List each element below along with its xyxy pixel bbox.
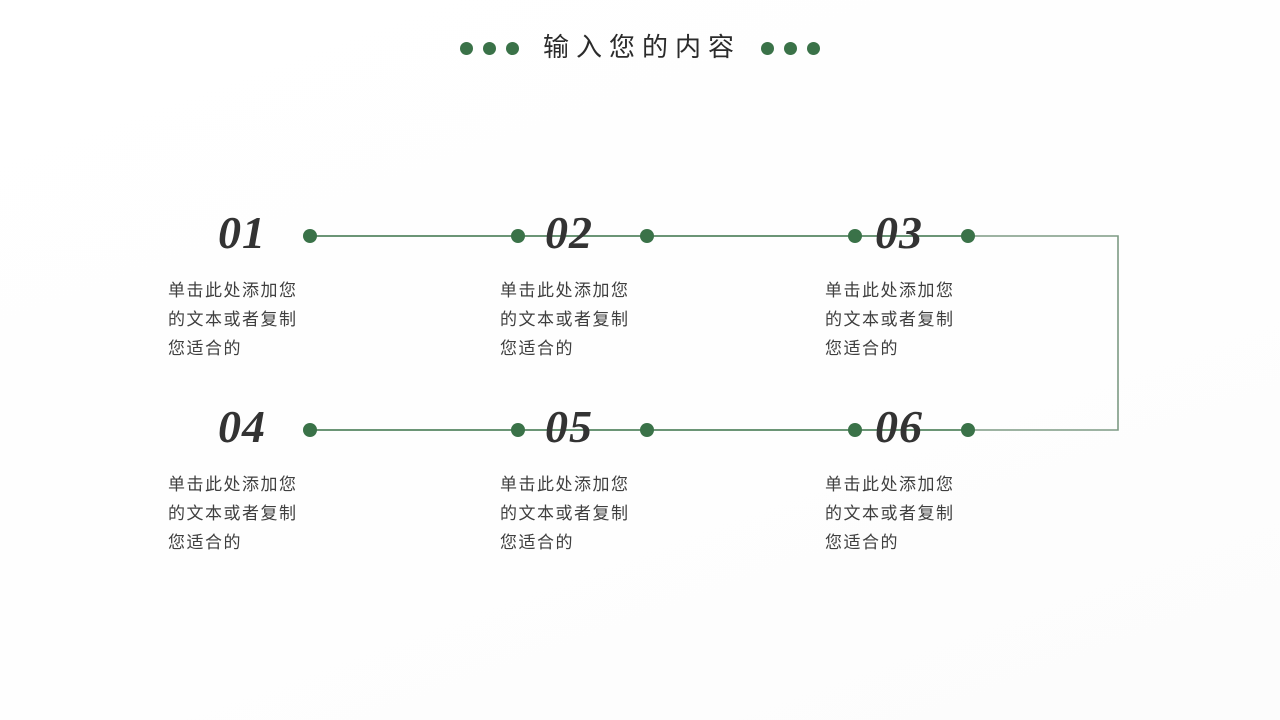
step-body-line: 您适合的 (168, 533, 242, 553)
step-body-04: 单击此处添加您 的文本或者复制 您适合的 (168, 470, 368, 558)
step-body-line: 单击此处添加您 (168, 281, 298, 300)
dot-icon (482, 41, 496, 55)
step-number-05: 05 (545, 401, 593, 452)
step-body-line: 您适合的 (825, 339, 899, 359)
step-body-01: 单击此处添加您 的文本或者复制 您适合的 (168, 276, 368, 364)
dot-icon (459, 41, 473, 55)
step-body-line: 的文本或者复制 (500, 310, 630, 330)
step-number-02: 02 (545, 207, 593, 258)
step-body-03: 单击此处添加您 的文本或者复制 您适合的 (825, 276, 1025, 364)
step-body-line: 单击此处添加您 (825, 281, 955, 300)
step-number-01: 01 (218, 207, 266, 258)
step-body-line: 您适合的 (500, 533, 574, 553)
step-body-line: 您适合的 (500, 339, 574, 359)
step-body-line: 单击此处添加您 (500, 475, 630, 494)
step-item-05[interactable]: 05 单击此处添加您 的文本或者复制 您适合的 (500, 404, 800, 558)
step-body-line: 的文本或者复制 (500, 504, 630, 524)
dot-icon (807, 41, 820, 55)
step-body-06: 单击此处添加您 的文本或者复制 您适合的 (825, 470, 1025, 558)
step-item-04[interactable]: 04 单击此处添加您 的文本或者复制 您适合的 (168, 404, 468, 558)
step-body-line: 的文本或者复制 (168, 504, 298, 524)
step-item-01[interactable]: 01 单击此处添加您 的文本或者复制 您适合的 (168, 210, 468, 364)
step-body-line: 单击此处添加您 (168, 475, 298, 494)
step-body-line: 单击此处添加您 (825, 475, 955, 494)
step-body-line: 的文本或者复制 (825, 310, 955, 330)
page-title: 输入您的内容 (542, 33, 741, 62)
step-body-05: 单击此处添加您 的文本或者复制 您适合的 (500, 470, 700, 558)
dot-icon (505, 41, 519, 55)
step-body-line: 的文本或者复制 (825, 504, 955, 524)
title-dots-right (761, 41, 820, 55)
step-item-02[interactable]: 02 单击此处添加您 的文本或者复制 您适合的 (500, 210, 800, 364)
step-number-04: 04 (218, 401, 266, 452)
step-number-06: 06 (875, 401, 923, 452)
step-body-line: 的文本或者复制 (168, 310, 298, 330)
step-item-06[interactable]: 06 单击此处添加您 的文本或者复制 您适合的 (825, 404, 1125, 558)
dot-icon (784, 41, 797, 55)
title-dots-left (459, 41, 519, 55)
step-number-03: 03 (875, 207, 923, 258)
step-body-line: 您适合的 (825, 533, 899, 553)
step-body-line: 单击此处添加您 (500, 281, 630, 300)
step-item-03[interactable]: 03 单击此处添加您 的文本或者复制 您适合的 (825, 210, 1125, 364)
slide-title-row: 输入您的内容 (0, 28, 1280, 68)
dot-icon (761, 41, 774, 55)
step-body-line: 您适合的 (168, 339, 242, 359)
step-body-02: 单击此处添加您 的文本或者复制 您适合的 (500, 276, 700, 364)
